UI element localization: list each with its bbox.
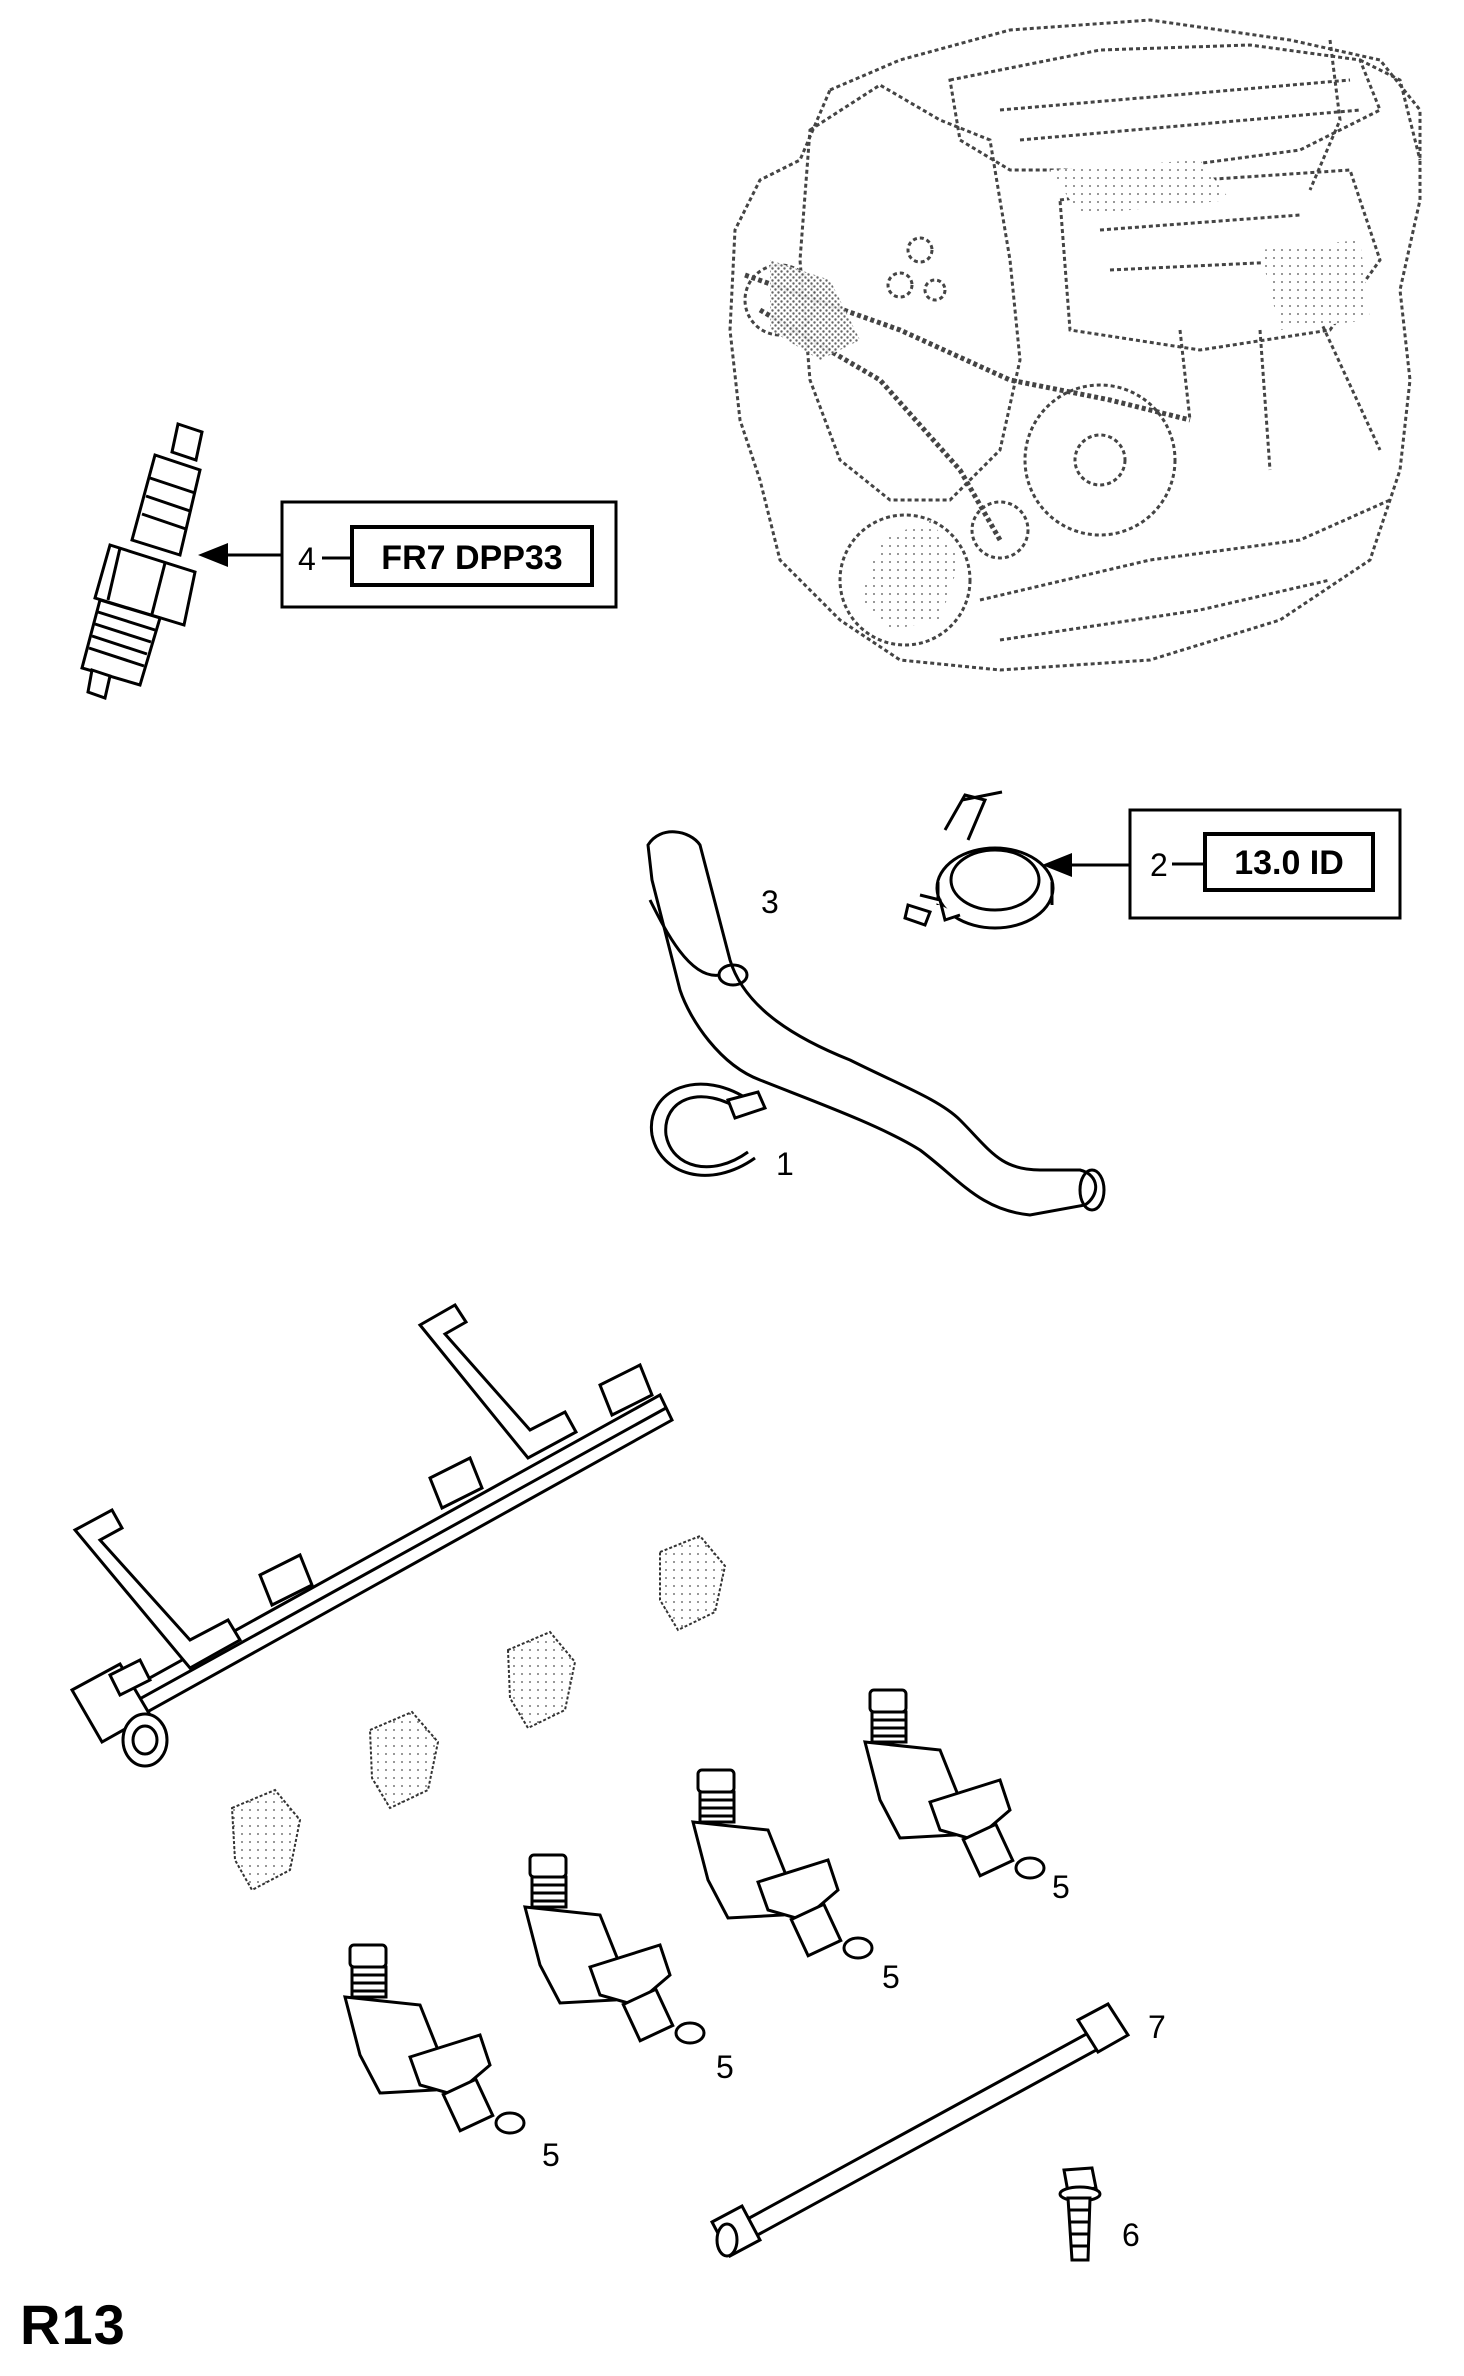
label-injector-4: 5	[542, 2137, 560, 2173]
callout-2-spec: 13.0 ID	[1234, 844, 1344, 882]
hose-illustration	[646, 830, 1106, 1217]
label-hose: 3	[761, 884, 779, 920]
injector-1	[863, 1688, 1046, 1880]
fuel-pipe-illustration	[709, 2002, 1131, 2259]
injector-3	[523, 1853, 706, 2045]
callout-4-arrowhead	[198, 543, 228, 567]
label-injector-1: 5	[1052, 1869, 1070, 1905]
injector-clips	[230, 1534, 727, 1892]
clip-illustration	[649, 1082, 768, 1177]
callout-4: 4 FR7 DPP33	[198, 500, 618, 609]
callout-2-spec-box	[1203, 832, 1375, 892]
callout-2-arrowhead	[1042, 853, 1072, 877]
injector-4	[343, 1943, 526, 2135]
callout-4-spec: FR7 DPP33	[381, 539, 562, 577]
label-clip: 1	[776, 1146, 794, 1182]
hose-clamp-illustration	[903, 790, 1055, 930]
engine-shading	[770, 160, 1370, 630]
sheet-code: R13	[20, 2293, 126, 2356]
label-injector-3: 5	[716, 2049, 734, 2085]
callout-2-number: 2	[1150, 847, 1168, 883]
callout-2: 2 13.0 ID	[1042, 808, 1402, 920]
callout-4-number: 4	[298, 541, 316, 577]
injector-2	[691, 1768, 874, 1960]
label-bolt: 6	[1122, 2217, 1140, 2253]
fuel-rail-illustration	[69, 1302, 674, 1768]
label-fuel-pipe: 7	[1148, 2009, 1166, 2045]
callout-4-spec-box	[350, 525, 594, 587]
bolt-illustration	[1058, 2166, 1102, 2262]
label-injector-2: 5	[882, 1959, 900, 1995]
spark-plug-illustration	[80, 422, 204, 700]
